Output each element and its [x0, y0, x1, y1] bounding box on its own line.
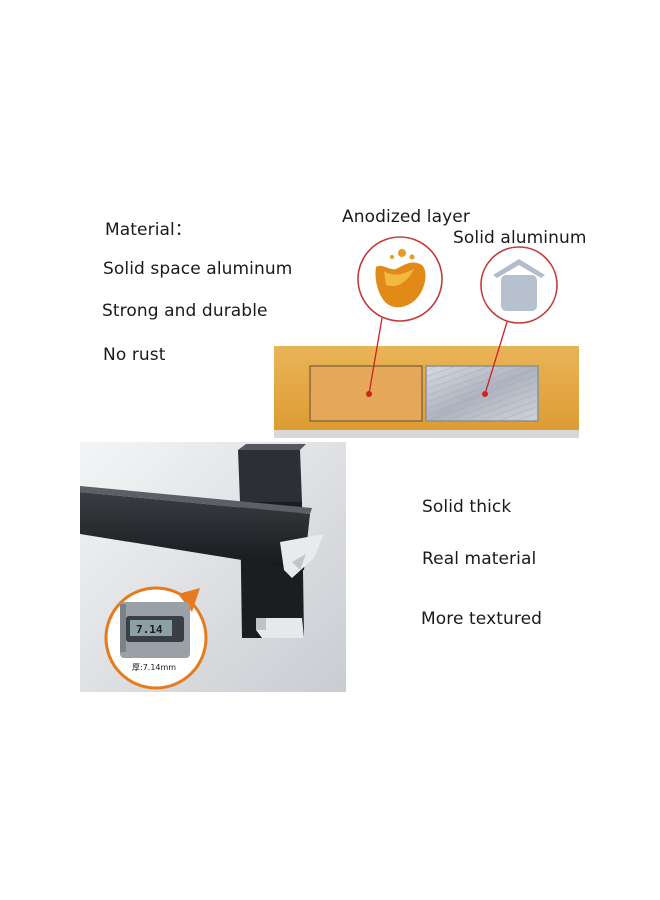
horizontal-profile-bar — [80, 486, 324, 578]
feature-solid-space-aluminum: Solid space aluminum — [103, 259, 293, 279]
caliper-reading: 7.14 — [136, 623, 163, 636]
anodized-layer-label: Anodized layer — [342, 207, 470, 227]
material-heading: Material： — [105, 220, 192, 240]
thickness-label: 厚:7.14mm — [132, 663, 176, 672]
profile-cross-section — [274, 346, 579, 438]
product-photo: 7.14 厚:7.14mm — [80, 442, 346, 692]
feature-no-rust: No rust — [103, 345, 166, 365]
quality-real-material: Real material — [422, 549, 537, 569]
feature-strong-and-durable: Strong and durable — [102, 301, 268, 321]
anodized-marker-dot — [366, 391, 372, 397]
solid-marker-dot — [482, 391, 488, 397]
quality-solid-thick: Solid thick — [422, 497, 512, 517]
caliper-badge — [104, 586, 208, 690]
solid-aluminum-label: Solid aluminum — [453, 228, 587, 248]
solid-aluminum-bubble — [480, 246, 558, 324]
anodized-liquid-bubble — [357, 236, 443, 322]
anodized-core-block — [309, 365, 423, 422]
quality-more-textured: More textured — [421, 609, 543, 629]
